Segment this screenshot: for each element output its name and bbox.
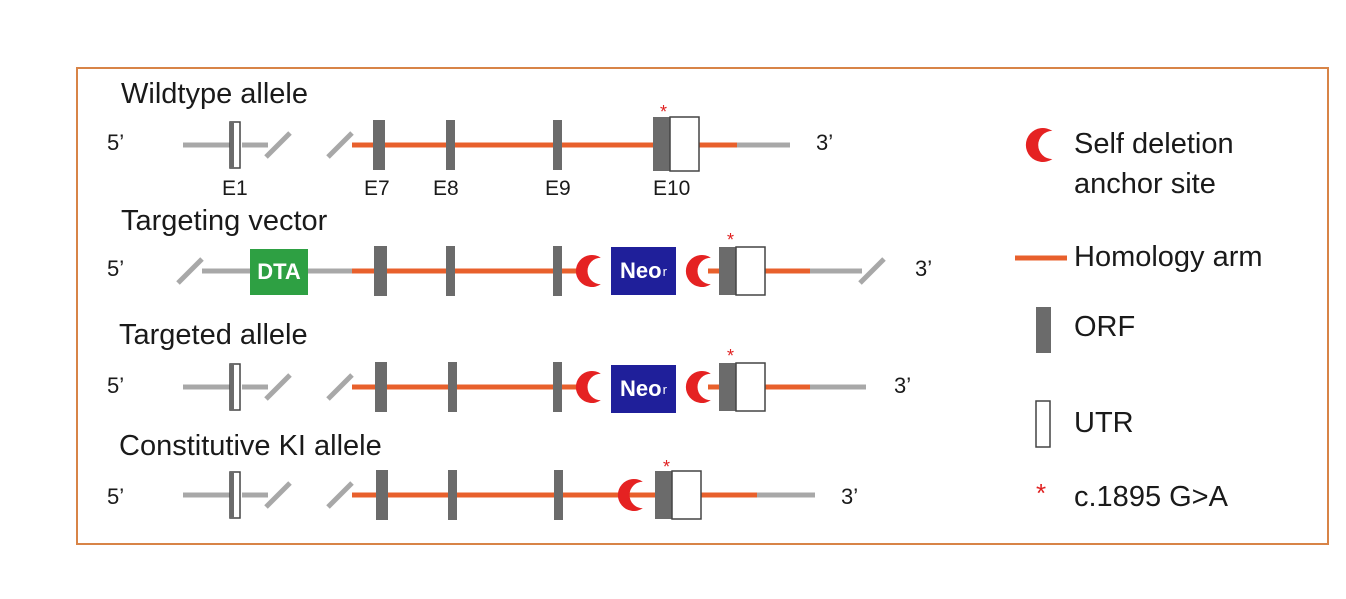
row1-e9-exon bbox=[553, 120, 562, 170]
row2-e8-exon bbox=[446, 246, 455, 296]
legend-anchor-line1: Self deletion bbox=[1074, 128, 1234, 160]
mutation-star-row3: * bbox=[727, 346, 735, 366]
row-title-targeting-vector: Targeting vector bbox=[121, 205, 328, 237]
exon-label-e8: E8 bbox=[433, 177, 459, 200]
row4-anchor-site bbox=[617, 479, 643, 512]
row3-e8-exon bbox=[448, 362, 457, 412]
row4-e1-exon-orf bbox=[230, 472, 234, 518]
row2-3prime: 3’ bbox=[915, 256, 933, 281]
legend-anchor-line2: anchor site bbox=[1074, 168, 1216, 200]
row4-e10-utr bbox=[671, 470, 702, 520]
row1-e10-utr bbox=[669, 116, 700, 172]
dta-cassette: DTA bbox=[250, 249, 308, 295]
legend-orf-icon bbox=[1036, 307, 1051, 353]
row4-e9-exon bbox=[554, 470, 563, 520]
row3-break-slash-1 bbox=[264, 373, 292, 401]
row3-e7-exon bbox=[375, 362, 387, 412]
row3-e1-exon-orf bbox=[230, 364, 234, 410]
row1-e10-orf bbox=[653, 117, 670, 171]
figure-frame bbox=[76, 67, 1329, 545]
legend-mutation: c.1895 G>A bbox=[1074, 481, 1228, 513]
legend-utr-icon bbox=[1035, 400, 1051, 448]
row2-e7-exon bbox=[374, 246, 387, 296]
neo-superscript: r bbox=[662, 263, 667, 279]
mutation-star-row1: * bbox=[660, 102, 668, 122]
exon-label-e1: E1 bbox=[222, 177, 248, 200]
row4-e8-exon bbox=[448, 470, 457, 520]
exon-label-e7: E7 bbox=[364, 177, 390, 200]
row-title-targeted: Targeted allele bbox=[119, 319, 308, 351]
row3-anchor-site-2 bbox=[685, 371, 711, 403]
row2-e10-utr bbox=[735, 246, 766, 296]
row1-e8-exon bbox=[446, 120, 455, 170]
row3-anchor-site-1 bbox=[575, 371, 601, 403]
mutation-star-row4: * bbox=[663, 457, 671, 477]
row4-break-slash-2 bbox=[326, 481, 354, 509]
row3-e10-utr bbox=[735, 362, 766, 412]
neo-label: Neo bbox=[620, 258, 662, 283]
row4-break-slash-1 bbox=[264, 481, 292, 509]
neo-superscript: r bbox=[662, 381, 667, 397]
row2-break-slash-left bbox=[176, 257, 204, 285]
dta-label: DTA bbox=[257, 259, 301, 284]
legend-orf: ORF bbox=[1074, 311, 1136, 343]
row4-e7-exon bbox=[376, 470, 388, 520]
row1-break-slash-1 bbox=[264, 131, 292, 159]
row2-5prime: 5’ bbox=[107, 256, 125, 281]
exon-label-e10: E10 bbox=[653, 177, 691, 200]
row1-3prime: 3’ bbox=[816, 130, 834, 155]
legend-homology: Homology arm bbox=[1074, 241, 1263, 273]
row4-5prime: 5’ bbox=[107, 484, 125, 509]
row1-break-slash-2 bbox=[326, 131, 354, 159]
mutation-star-row2: * bbox=[727, 230, 735, 250]
row3-e9-exon bbox=[553, 362, 562, 412]
row4-e10-orf bbox=[655, 471, 672, 519]
row2-anchor-site-1 bbox=[575, 255, 601, 287]
row3-e10-orf bbox=[719, 363, 736, 411]
legend-anchor-icon bbox=[1025, 128, 1053, 162]
row-title-wildtype: Wildtype allele bbox=[121, 78, 308, 110]
row4-3prime: 3’ bbox=[841, 484, 859, 509]
neo-label: Neo bbox=[620, 376, 662, 401]
legend-utr: UTR bbox=[1074, 407, 1134, 439]
row2-anchor-site-2 bbox=[685, 255, 711, 287]
row-title-constitutive-ki: Constitutive KI allele bbox=[119, 430, 382, 462]
row3-5prime: 5’ bbox=[107, 373, 125, 398]
row3-3prime: 3’ bbox=[894, 373, 912, 398]
legend-mutation-star: * bbox=[1036, 478, 1047, 508]
row1-e7-exon bbox=[373, 120, 385, 170]
row2-break-slash-right bbox=[858, 257, 886, 285]
row2-e10-orf bbox=[719, 247, 736, 295]
row1-5prime: 5’ bbox=[107, 130, 125, 155]
exon-label-e9: E9 bbox=[545, 177, 571, 200]
row2-e9-exon bbox=[553, 246, 562, 296]
row3-break-slash-2 bbox=[326, 373, 354, 401]
row1-e1-exon-orf bbox=[230, 122, 234, 168]
